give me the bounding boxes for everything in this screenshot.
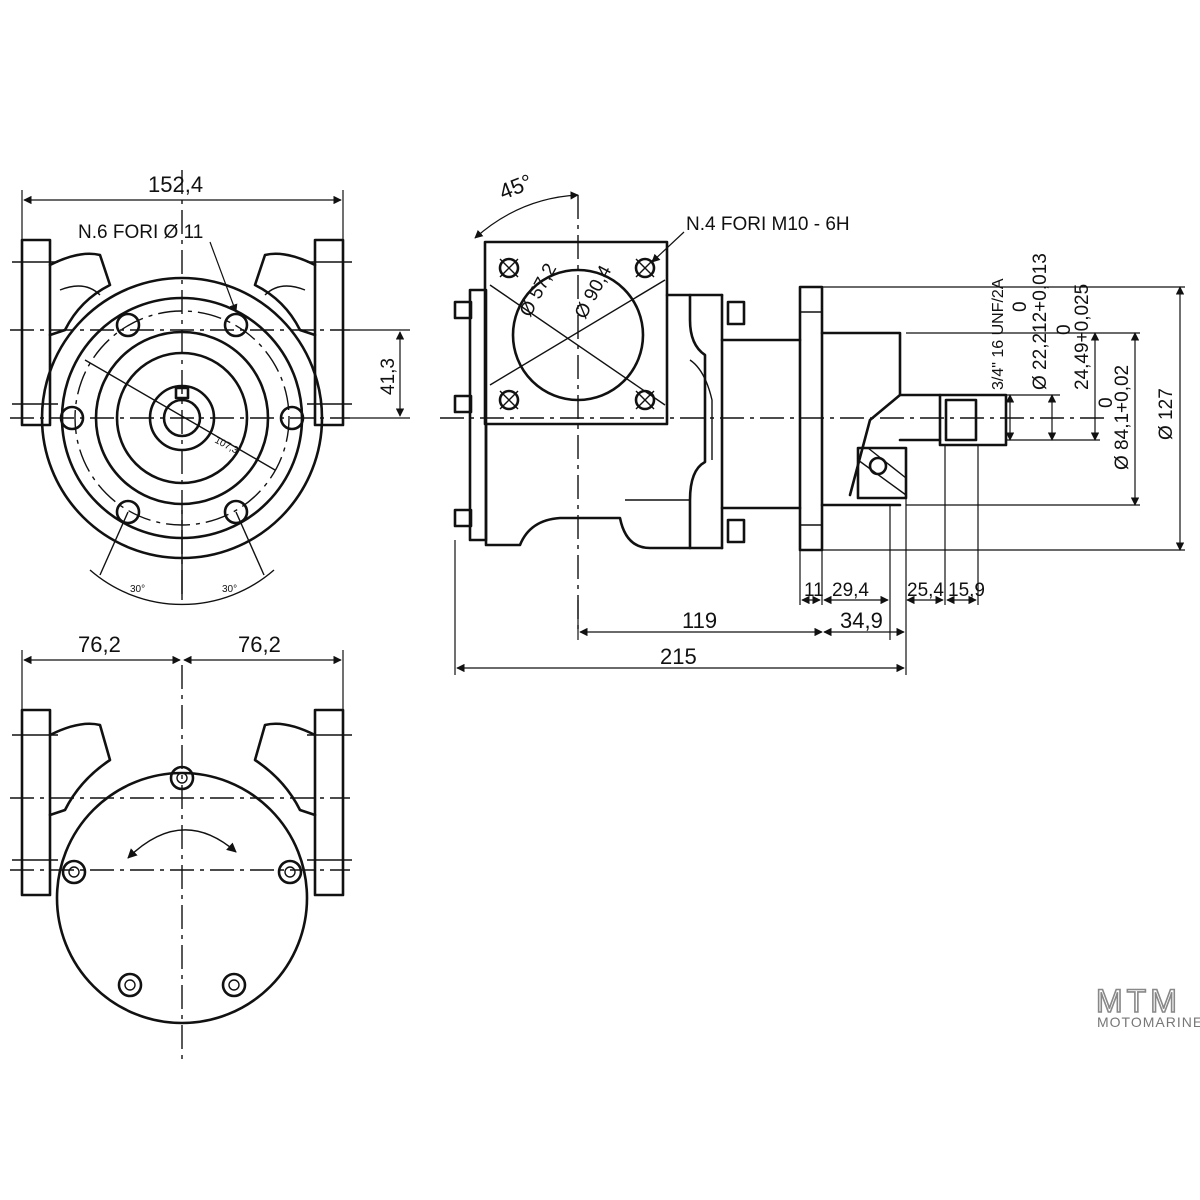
mtm-logo: MTM MOTOMARINE — [1095, 982, 1200, 1030]
front-holes-label: N.6 FORI Ø 11 — [78, 222, 203, 243]
front-view: 107,3 152,4 N.6 FORI Ø 11 41,3 30° 30° — [10, 170, 410, 606]
angle-right-label: 30° — [222, 584, 237, 595]
dim-29-4: 29,4 — [832, 580, 869, 601]
thread-label: 3/4" 16 UNF/2A — [990, 278, 1007, 390]
angle-left-label: 30° — [130, 584, 145, 595]
rear-half-width-right: 76,2 — [238, 632, 281, 657]
shaft-diameter-label: Ø 22,212+0,013 — [1030, 253, 1051, 390]
logo-letters: MTM — [1096, 983, 1181, 1019]
dim-119: 119 — [682, 608, 717, 633]
rear-view: 76,2 76,2 — [10, 632, 352, 1060]
flange-diameter-label: Ø 127 — [1156, 388, 1177, 440]
logo-subtitle: MOTOMARINE — [1097, 1014, 1200, 1030]
dim-25-4: 25,4 — [907, 580, 944, 601]
inner-diameter-label: Ø 57,2 — [516, 260, 561, 320]
shaft-diameter-tol: 0 — [1010, 301, 1031, 312]
pilot-diameter-label: Ø 84,1+0,02 — [1112, 365, 1133, 470]
bolt-circle-label: 107,3 — [213, 435, 241, 457]
flange-angle-label: 45° — [496, 169, 536, 205]
rear-half-width-left: 76,2 — [78, 632, 121, 657]
pilot-diameter-tol: 0 — [1096, 397, 1117, 408]
key-dim-tol: 0 — [1054, 324, 1075, 335]
side-view: Ø 57,2 Ø 90,4 45° N.4 FORI M10 - 6H — [440, 169, 1185, 675]
dim-215: 215 — [660, 644, 697, 669]
key-dim-label: 24,49+0,025 — [1072, 284, 1093, 390]
threaded-holes-label: N.4 FORI M10 - 6H — [686, 214, 850, 235]
dim-11: 11 — [804, 580, 824, 601]
dim-15-9: 15,9 — [948, 580, 985, 601]
front-offset-dimension: 41,3 — [378, 358, 399, 395]
dim-34-9: 34,9 — [840, 608, 883, 633]
front-width-dimension: 152,4 — [148, 172, 203, 197]
